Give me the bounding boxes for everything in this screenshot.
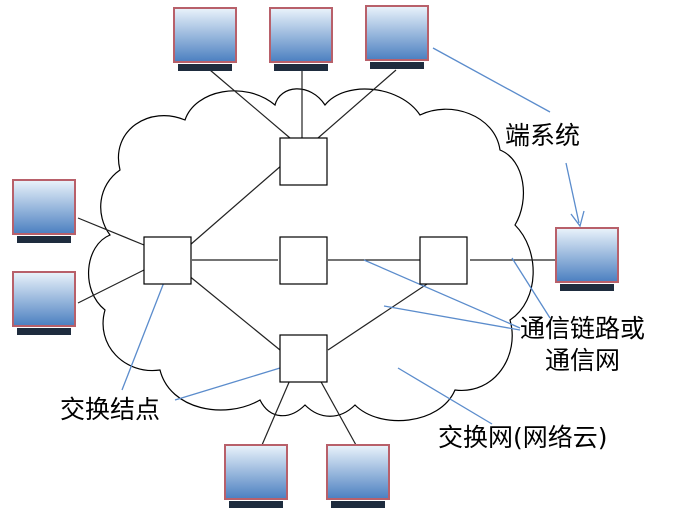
annot-end-right <box>565 162 580 224</box>
link-left-bottom <box>187 274 281 351</box>
links <box>77 69 556 446</box>
end-system-label: 端系统 <box>505 121 581 150</box>
switch-network-label: 交换网(网络云) <box>438 423 608 452</box>
link-label-line1: 通信链路或 <box>520 314 646 343</box>
link-label: 通信链路或 通信网 <box>520 313 645 377</box>
node-right <box>419 236 468 285</box>
computer-icon <box>326 444 390 509</box>
annot-end-arrow <box>570 210 585 228</box>
annot-net <box>397 367 493 425</box>
annot-link-c <box>511 257 551 319</box>
link-label-line2: 通信网 <box>545 346 621 375</box>
annot-node-b <box>174 367 281 401</box>
annot-node-a <box>121 271 169 391</box>
link-bottom-bl <box>261 379 291 446</box>
node-center <box>279 236 328 285</box>
annot-link-a <box>363 259 521 329</box>
computer-icon <box>12 271 76 336</box>
link-top-tl <box>209 69 291 139</box>
switch-nodes <box>143 137 468 383</box>
link-left-ll <box>77 269 145 304</box>
computer-icon <box>365 5 429 70</box>
computer-icon <box>173 7 237 72</box>
annot-link-b <box>383 305 521 331</box>
annotation-lines <box>121 47 585 425</box>
link-top-tr <box>317 69 397 139</box>
computer-icon <box>269 7 333 72</box>
link-bottom-br <box>319 379 357 446</box>
node-top <box>279 137 328 186</box>
computer-icon <box>555 227 619 292</box>
computer-icon <box>224 444 288 509</box>
node-bottom <box>279 334 328 383</box>
annot-end-top <box>432 47 551 113</box>
switch-node-label: 交换结点 <box>60 395 161 424</box>
computer-icon <box>12 179 76 244</box>
link-left-top <box>189 164 283 246</box>
link-bottom-right <box>327 281 431 351</box>
link-left-lu <box>77 217 145 246</box>
node-left <box>143 236 192 285</box>
